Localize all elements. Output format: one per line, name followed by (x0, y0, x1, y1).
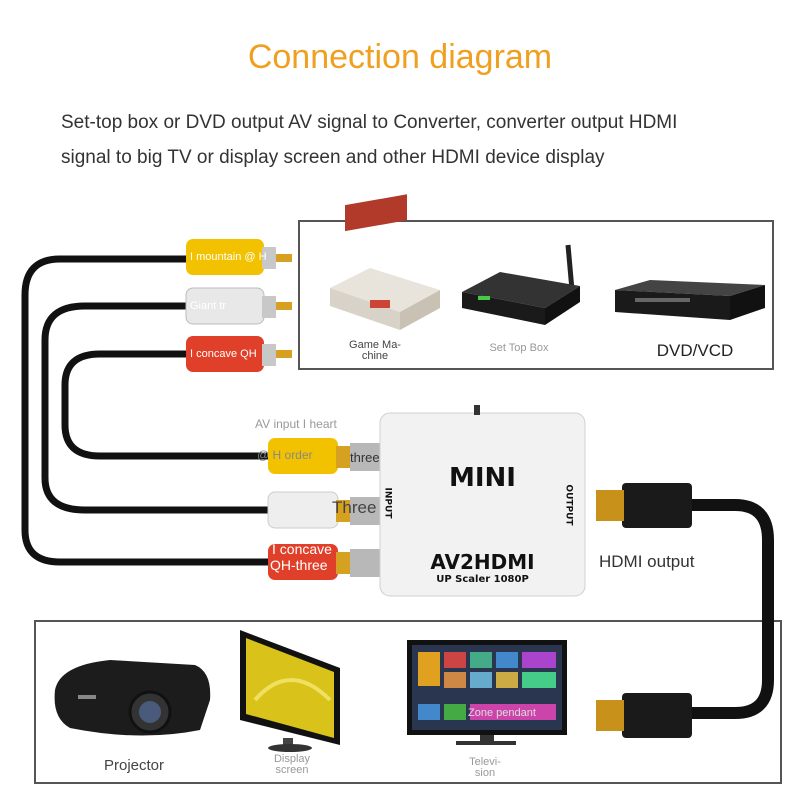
rca-plug-yellow-input (268, 438, 380, 474)
av-input-yellow-suffix: three (350, 450, 380, 465)
av-input-heading: AV input I heart (255, 417, 337, 431)
television-label: Televi- sion (469, 756, 501, 779)
hdmi-output-label: HDMI output (599, 552, 695, 571)
converter-model: AV2HDMI (430, 550, 535, 574)
description-line-1: Set-top box or DVD output AV signal to C… (61, 112, 678, 133)
description-line-2: signal to big TV or display screen and o… (61, 147, 605, 168)
av-input-yellow-label: @ H order (257, 448, 313, 462)
display-screen-label: Display screen (273, 753, 311, 776)
tv-overlay-text: Zone pendant (468, 707, 536, 719)
set-top-box-icon (462, 244, 580, 325)
converter-output-label: OUTPUT (563, 484, 574, 526)
game-machine-icon (330, 194, 440, 330)
rca-plug-yellow-text: I mountain @ H (190, 251, 267, 263)
rca-plug-white-text: Giant tr (190, 300, 227, 312)
av2hdmi-converter (379, 405, 586, 597)
display-screen-icon (240, 630, 340, 752)
rca-plug-white-input (267, 491, 380, 529)
hdmi-cable (596, 483, 774, 738)
set-top-box-label: Set Top Box (489, 342, 549, 354)
converter-subtitle: UP Scaler 1080P (436, 574, 529, 585)
rca-plug-red-text: I concave QH (190, 348, 257, 360)
av-input-white-suffix: Three (332, 498, 377, 517)
converter-brand: MINI (449, 463, 516, 493)
converter-input-label: INPUT (382, 487, 393, 519)
dvd-player-icon (615, 280, 765, 320)
av-input-red-label-1: I concave (272, 541, 332, 557)
game-machine-label: Game Ma- chine (349, 339, 401, 362)
projector-label: Projector (103, 757, 165, 774)
av-input-red-label-2: QH-three (270, 557, 328, 573)
rca-plug-yellow-top (186, 239, 292, 275)
rca-plug-red-input (268, 544, 380, 580)
dvd-vcd-label: DVD/VCD (656, 341, 734, 360)
television-icon (407, 640, 567, 745)
projector-icon (54, 660, 211, 736)
rca-cables (21, 255, 274, 566)
diagram-title: Connection diagram (247, 38, 553, 76)
rca-plug-red-top (186, 336, 292, 372)
rca-plug-white-top (185, 287, 292, 325)
